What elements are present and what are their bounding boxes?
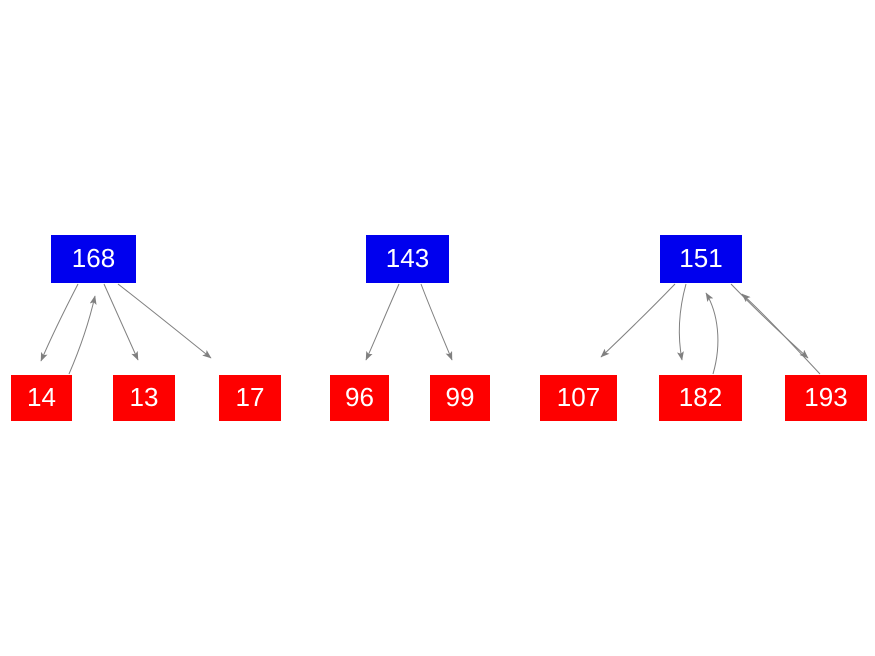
node-193[interactable]: 193: [785, 375, 867, 421]
node-96[interactable]: 96: [330, 375, 389, 421]
node-label-151: 151: [679, 243, 723, 273]
node-182[interactable]: 182: [659, 375, 742, 421]
edge-143-to-99: [420, 283, 453, 361]
edges-group: [40, 283, 821, 375]
node-151[interactable]: 151: [660, 235, 742, 283]
edge-168-to-14: [40, 283, 79, 362]
node-99[interactable]: 99: [430, 375, 490, 421]
node-143[interactable]: 143: [366, 235, 449, 283]
node-107[interactable]: 107: [540, 375, 617, 421]
edge-143-to-96: [365, 283, 400, 361]
node-label-107: 107: [556, 382, 601, 412]
node-label-14: 14: [27, 382, 56, 412]
node-label-182: 182: [678, 382, 723, 412]
edge-14-to-168: [68, 295, 97, 375]
edge-151-to-107: [600, 283, 676, 358]
node-label-17: 17: [235, 382, 265, 412]
node-168[interactable]: 168: [51, 235, 136, 283]
node-13[interactable]: 13: [113, 375, 175, 421]
node-label-99: 99: [445, 382, 475, 412]
edge-151-to-193: [730, 283, 809, 359]
edge-168-to-13: [103, 283, 139, 361]
node-label-13: 13: [129, 382, 159, 412]
node-17[interactable]: 17: [219, 375, 281, 421]
node-label-168: 168: [71, 243, 116, 273]
node-label-96: 96: [345, 382, 374, 412]
edge-151-to-182: [676, 283, 687, 361]
node-label-193: 193: [804, 382, 848, 412]
node-14[interactable]: 14: [11, 375, 72, 421]
edge-193-to-151: [741, 293, 821, 375]
edge-182-to-151: [705, 292, 719, 375]
node-label-143: 143: [385, 243, 430, 273]
edge-168-to-17: [117, 283, 212, 359]
